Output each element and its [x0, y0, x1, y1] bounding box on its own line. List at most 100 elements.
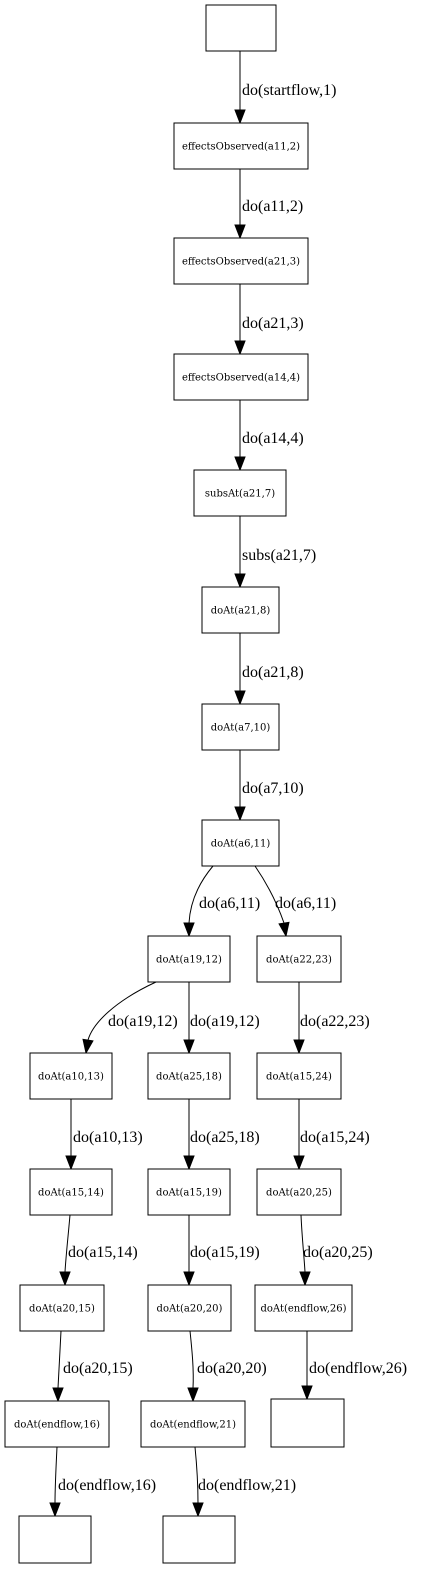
node-n3: effectsObserved(a14,4) [173, 353, 309, 401]
node-box [256, 1052, 342, 1100]
edge-n12-n15: do(a15,24) [293, 1099, 370, 1171]
empty-node-n22 [18, 1515, 92, 1564]
node-label: doAt(a19,12) [156, 955, 222, 966]
edge-n3-n4: do(a14,4) [234, 400, 304, 472]
empty-node-n0 [205, 4, 277, 52]
node-n10: doAt(a10,13) [29, 1052, 113, 1100]
node-n5: doAt(a21,8) [201, 586, 280, 634]
node-box [162, 1515, 236, 1564]
edge-line [300, 1214, 306, 1273]
node-n16: doAt(a20,15) [19, 1284, 105, 1332]
arrowhead-icon [59, 1271, 71, 1287]
node-n18: doAt(endflow,26) [254, 1284, 353, 1332]
node-box [29, 1052, 113, 1100]
edge-label: do(endflow,26) [309, 1360, 407, 1377]
edges-layer: do(startflow,1) do(a11,2) do(a21,3) do(a14,… [49, 51, 407, 1518]
arrowhead-icon [52, 1387, 64, 1403]
edge-n14-n17: do(a15,19) [183, 1215, 260, 1287]
arrowhead-icon [65, 1155, 77, 1171]
edge-label: do(a7,10) [242, 780, 304, 797]
edge-n10-n13: do(a10,13) [65, 1099, 143, 1171]
node-label: doAt(endflow,21) [150, 1420, 236, 1431]
edge-line [189, 1330, 194, 1389]
node-n6: doAt(a7,10) [201, 703, 280, 751]
node-n19: doAt(endflow,16) [4, 1400, 110, 1448]
arrowhead-icon [293, 1155, 305, 1171]
edge-n15-n18: do(a20,25) [299, 1214, 373, 1287]
edge-n11-n14: do(a25,18) [183, 1099, 260, 1171]
node-n14: doAt(a15,19) [147, 1168, 231, 1216]
edge-label: do(a21,8) [242, 664, 304, 681]
edge-n0-n1: do(startflow,1) [234, 51, 337, 125]
node-box [147, 1168, 231, 1216]
arrowhead-icon [293, 1039, 305, 1055]
empty-node-n23 [162, 1515, 236, 1564]
node-box [270, 1398, 345, 1448]
edge-line [64, 1214, 71, 1273]
edge-label: do(a11,2) [242, 198, 303, 215]
node-n9: doAt(a22,23) [256, 935, 342, 983]
edge-line [57, 1330, 62, 1389]
edge-label: do(a20,15) [63, 1360, 133, 1377]
node-label: subsAt(a21,7) [205, 489, 275, 500]
edge-n7-n8: do(a6,11) [183, 865, 260, 938]
node-n11: doAt(a25,18) [147, 1052, 231, 1100]
arrowhead-icon [299, 1271, 311, 1287]
node-n4: subsAt(a21,7) [193, 469, 287, 517]
edge-n13-n16: do(a15,14) [59, 1214, 138, 1287]
edge-n6-n7: do(a7,10) [234, 750, 304, 822]
edge-line [54, 1446, 58, 1504]
edge-n19-n22: do(endflow,16) [49, 1446, 156, 1518]
edge-label: subs(a21,7) [242, 547, 316, 564]
arrowhead-icon [192, 1502, 204, 1518]
arrowhead-icon [234, 224, 246, 240]
edge-label: do(a20,25) [303, 1244, 373, 1261]
node-box [256, 935, 342, 983]
node-box [205, 4, 277, 52]
node-box [18, 1515, 92, 1564]
arrowhead-icon [234, 806, 246, 822]
node-label: effectsObserved(a21,3) [182, 257, 300, 268]
node-n1: effectsObserved(a11,2) [173, 122, 309, 170]
node-label: doAt(a7,10) [211, 723, 271, 734]
edge-n16-n19: do(a20,15) [52, 1330, 133, 1403]
edge-line [87, 981, 157, 1041]
arrowhead-icon [278, 921, 290, 938]
node-label: doAt(a20,15) [29, 1304, 95, 1315]
node-label: doAt(a25,18) [156, 1072, 222, 1083]
arrowhead-icon [183, 1155, 195, 1171]
edge-label: do(a15,14) [68, 1244, 138, 1261]
node-box [254, 1284, 353, 1332]
edge-n9-n12: do(a22,23) [293, 982, 370, 1055]
edge-n8-n11: do(a19,12) [183, 982, 260, 1055]
node-n17: doAt(a20,20) [147, 1284, 232, 1332]
edge-n18-n21: do(endflow,26) [301, 1331, 407, 1401]
node-label: doAt(a15,24) [266, 1072, 332, 1083]
edge-label: do(a15,24) [300, 1129, 370, 1146]
node-box [173, 122, 309, 170]
edge-label: do(a6,11) [275, 895, 336, 912]
edge-line [188, 865, 214, 924]
arrowhead-icon [234, 340, 246, 356]
arrowhead-icon [183, 1271, 195, 1287]
node-box [201, 586, 280, 634]
node-box [193, 469, 287, 517]
edge-label: do(a21,3) [242, 315, 304, 332]
node-box [140, 1400, 246, 1448]
node-label: doAt(a15,19) [156, 1188, 222, 1199]
node-n8: doAt(a19,12) [147, 935, 231, 983]
node-label: doAt(endflow,26) [260, 1304, 346, 1315]
node-n20: doAt(endflow,21) [140, 1400, 246, 1448]
arrowhead-icon [234, 690, 246, 706]
empty-node-n21 [270, 1398, 345, 1448]
edge-label: do(a19,12) [108, 1013, 178, 1030]
edge-n5-n6: do(a21,8) [234, 633, 304, 706]
node-label: doAt(a10,13) [38, 1072, 104, 1083]
node-n13: doAt(a15,14) [29, 1168, 113, 1216]
arrowhead-icon [49, 1502, 61, 1518]
arrowhead-icon [234, 456, 246, 472]
node-n12: doAt(a15,24) [256, 1052, 342, 1100]
edge-line [194, 1446, 199, 1504]
edge-label: do(a22,23) [300, 1013, 370, 1030]
edge-label: do(a10,13) [73, 1129, 143, 1146]
